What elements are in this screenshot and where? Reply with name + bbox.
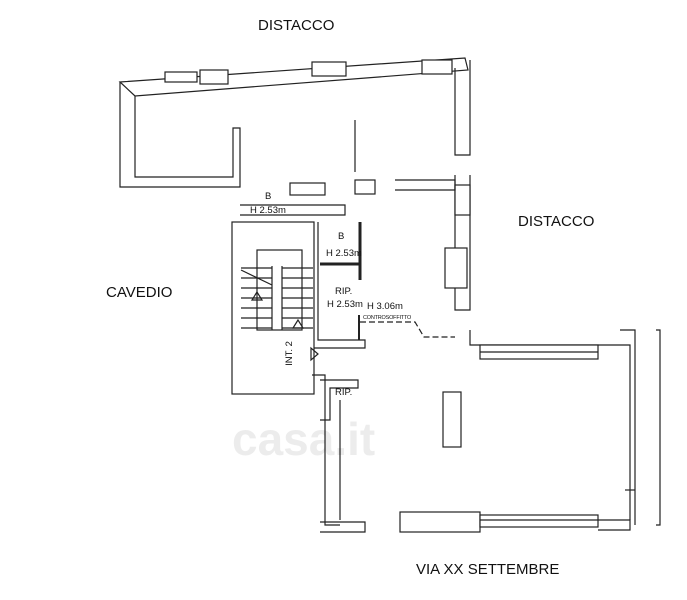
right-wall [454, 60, 471, 156]
bottom-wall [320, 521, 366, 533]
bath-walls [310, 222, 366, 349]
room-name: RIP. [335, 286, 353, 297]
window [444, 247, 468, 289]
entrance-arrow-icon [310, 346, 319, 362]
window [454, 184, 471, 216]
window [164, 71, 198, 83]
label-cavedio: CAVEDIO [106, 284, 173, 301]
stair-arrow-down-icon [291, 318, 305, 329]
ceiling-height: H 3.06m [367, 301, 403, 312]
top-wall [118, 57, 469, 97]
column [442, 391, 462, 448]
room-height: H 2.53m [250, 205, 286, 216]
label-distacco-right: DISTACCO [518, 213, 595, 230]
label-street: VIA XX SETTEMBRE [416, 561, 560, 578]
window [479, 514, 599, 528]
label-distacco-top: DISTACCO [258, 17, 335, 34]
room-height: H 2.53m [326, 248, 362, 259]
room-height: H 2.53m [327, 299, 363, 310]
window [199, 69, 229, 85]
window [421, 59, 453, 75]
stair-treads [240, 267, 313, 329]
lower-left-wall [312, 374, 340, 526]
room-name: B [265, 191, 272, 202]
stair-arrow-up-icon [250, 290, 264, 301]
ceiling-note: CONTROSOFFITTO [363, 315, 412, 321]
room-name: B [338, 231, 345, 242]
watermark: casa.it [232, 413, 376, 465]
controsoffitto-line [360, 321, 455, 338]
top-left-wing-walls [119, 82, 241, 188]
room-name: RIP. [335, 387, 353, 398]
window [311, 61, 347, 77]
stair-label: INT. 2 [283, 341, 295, 366]
